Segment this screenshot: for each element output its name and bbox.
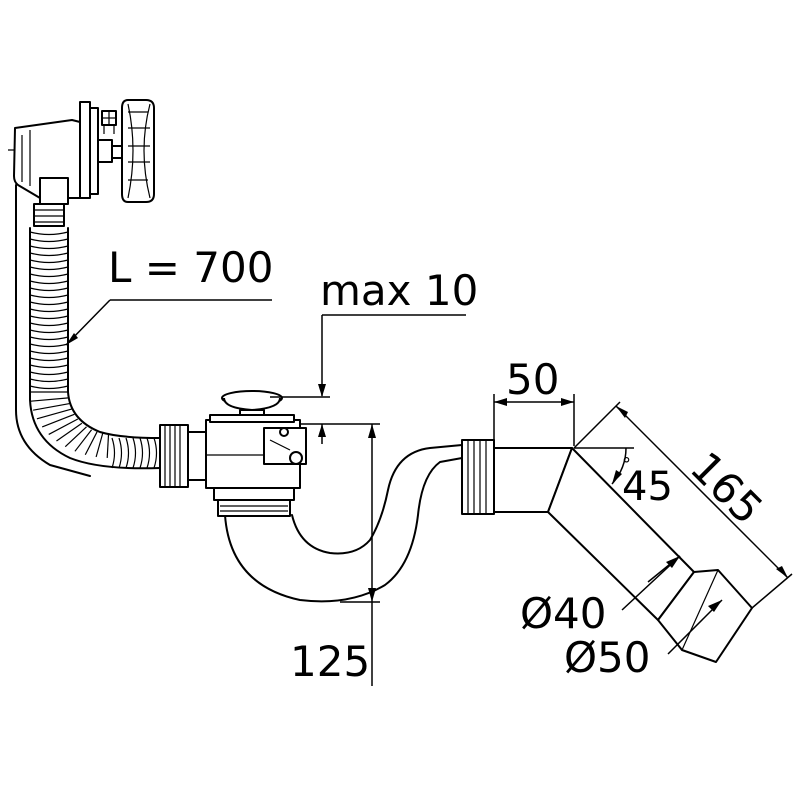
inner-diameter-dimension: Ø40 — [520, 555, 681, 638]
hose-ring — [84, 431, 98, 456]
hose-ring — [111, 437, 116, 469]
hose-ring — [106, 433, 110, 458]
hose-ring — [29, 378, 69, 383]
hose-ring — [64, 426, 87, 448]
max-height-dimension: max 10 — [270, 266, 478, 444]
overflow-cap — [121, 99, 155, 203]
hose-ring — [32, 402, 70, 411]
degree-symbol: ° — [622, 454, 631, 475]
hose-ring — [56, 422, 83, 442]
inner-diameter-label: Ø40 — [520, 589, 607, 638]
hose-ring — [29, 273, 69, 278]
hose-ring — [29, 238, 69, 243]
overflow-assembly — [8, 99, 155, 227]
flexible-hose — [15, 184, 161, 477]
total-height-label: 125 — [290, 637, 370, 686]
hose-ring — [29, 315, 69, 320]
diagonal-length-label: 165 — [681, 442, 772, 533]
hose-ring — [29, 357, 69, 362]
cable-lever — [263, 427, 307, 465]
outlet-union-nut — [461, 439, 495, 515]
hose-ring — [29, 287, 69, 292]
hose-ring — [29, 371, 69, 376]
hose-corrugations — [29, 231, 158, 469]
hose-ring — [139, 437, 144, 469]
hose-ring — [29, 259, 69, 264]
hose-ring — [74, 429, 93, 452]
siphon-body — [159, 390, 463, 603]
outer-diameter-dimension: Ø50 — [564, 599, 723, 682]
hose-ring — [29, 231, 69, 236]
hose-ring — [29, 343, 69, 348]
hose-length-label: L = 700 — [108, 243, 273, 292]
hose-ring — [29, 385, 69, 390]
hose-ring — [29, 308, 69, 313]
angle-dimension: 45 ° — [574, 447, 673, 510]
hose-ring — [29, 252, 69, 257]
top-width-label: 50 — [506, 355, 559, 404]
hose-ring — [132, 437, 137, 469]
hose-ring — [29, 266, 69, 271]
hose-ring — [125, 437, 130, 469]
angle-label: 45 — [622, 464, 673, 510]
hose-length-annotation: L = 700 — [65, 243, 273, 346]
hose-ring — [29, 336, 69, 341]
hose-ring — [29, 294, 69, 299]
screw-icon — [101, 110, 117, 134]
hose-ring — [36, 408, 72, 420]
hose-ring — [29, 280, 69, 285]
pop-up-plug — [209, 390, 295, 423]
hose-ring — [95, 433, 104, 458]
hose-ring — [29, 350, 69, 355]
hose-ring — [146, 437, 151, 469]
outer-diameter-label: Ø50 — [564, 633, 651, 682]
hose-ring — [30, 397, 69, 402]
hose-ring — [29, 245, 69, 250]
total-height-dimension: 125 — [290, 424, 380, 686]
hose-ring — [48, 418, 79, 435]
hose-ring — [153, 437, 158, 469]
hose-ring — [29, 364, 69, 369]
hose-ring — [29, 322, 69, 327]
hose-ring — [29, 301, 69, 306]
max-height-label: max 10 — [320, 266, 478, 315]
hose-union-nut — [159, 424, 207, 488]
top-width-dimension: 50 — [493, 355, 575, 446]
siphon-bottom-nut — [213, 487, 295, 517]
hose-ring — [29, 329, 69, 334]
hose-ring — [41, 413, 75, 428]
hose-ring — [118, 437, 123, 469]
